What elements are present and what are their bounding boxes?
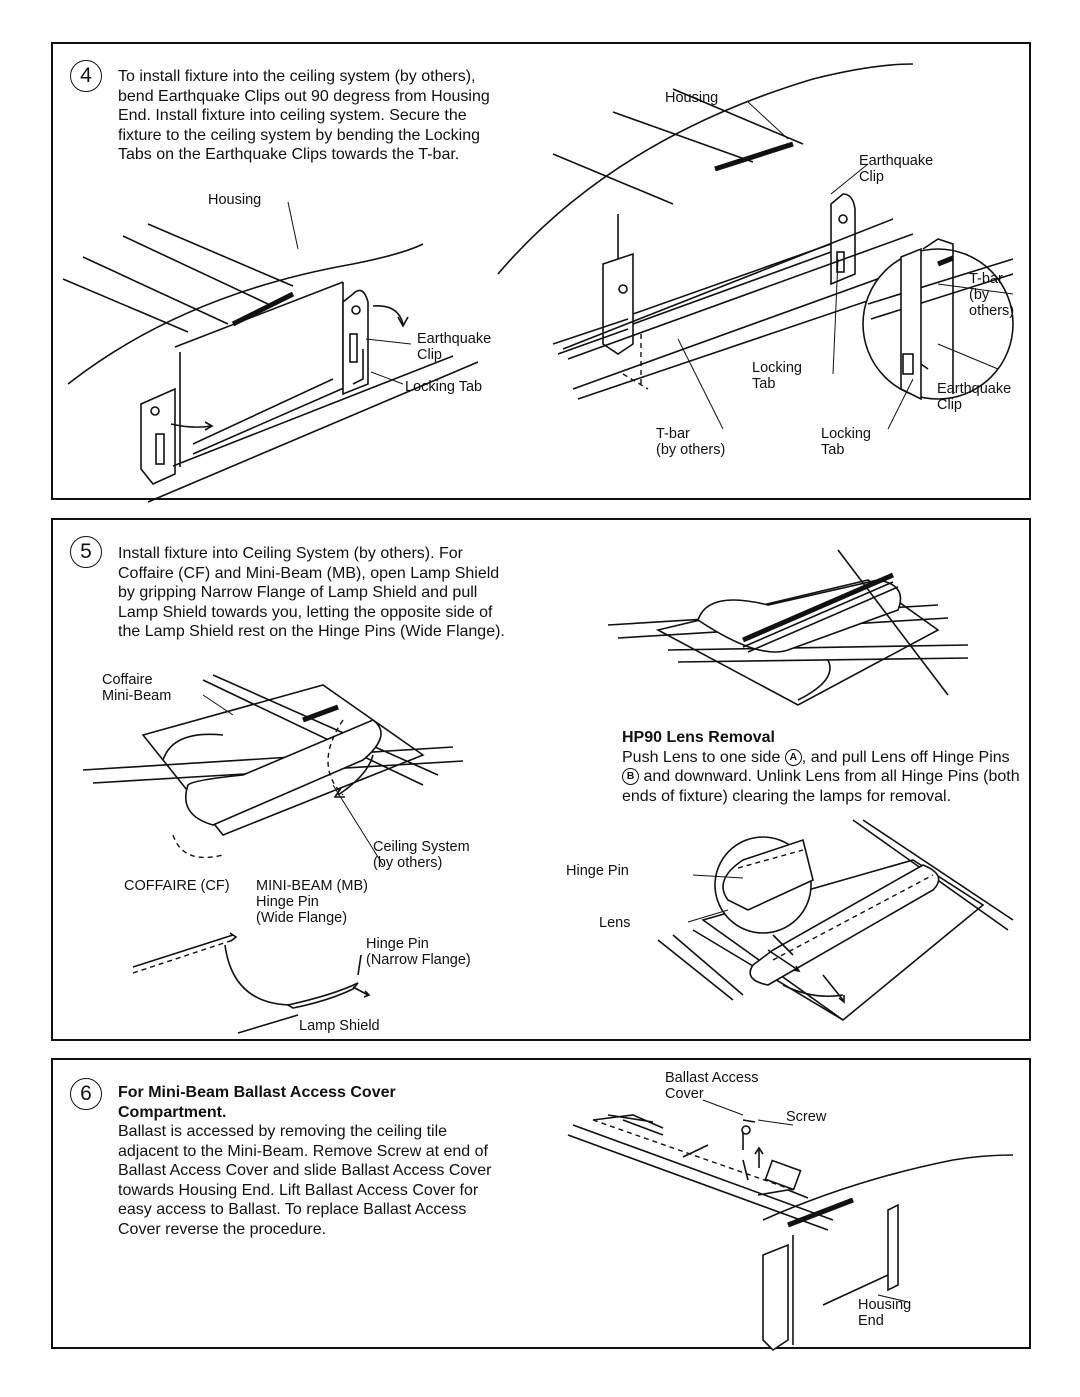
step-instructions: Install fixture into Ceiling System (by … [118, 545, 505, 640]
label-coffaire-cf: COFFAIRE (CF) [124, 878, 230, 894]
label-ceiling-system: Ceiling System (by others) [373, 839, 470, 871]
lens-removal-text: Push Lens to one side A, and pull Lens o… [622, 748, 1022, 807]
lens-removal-text-1: Push Lens to one side [622, 748, 781, 766]
label-tbar-by-others: T-bar (by others) [656, 426, 726, 458]
step-6-text: Ballast is accessed by removing the ceil… [118, 1123, 492, 1238]
label-hinge-pin-narrow: Hinge Pin (Narrow Flange) [366, 936, 471, 968]
label-locking-tab-right: Locking Tab [752, 360, 802, 392]
label-earthquake-clip: Earthquake Clip [417, 331, 492, 363]
label-lamp-shield: Lamp Shield [299, 1018, 380, 1034]
step-number: 4 [70, 60, 102, 92]
label-housing-end: Housing End [858, 1297, 912, 1329]
lens-removal-section: HP90 Lens Removal Push Lens to one side … [622, 728, 1022, 806]
label-coffaire-minibeam: Coffaire Mini-Beam [102, 672, 172, 704]
lens-removal-text-3: and downward. Unlink Lens from all Hinge… [622, 768, 1020, 805]
lens-removal-diagram [657, 819, 1014, 1022]
label-earthquake-clip-right: Earthquake Clip [859, 153, 934, 185]
ballast-access-diagram [567, 1099, 1014, 1352]
label-tbar-detail: T-bar (by others) [969, 271, 1015, 319]
step-6-panel: 6 For Mini-Beam Ballast Access Cover Com… [51, 1058, 1031, 1352]
label-minibeam-mb: MINI-BEAM (MB) [256, 878, 368, 894]
step-4-panel: 4 To install fixture into the ceiling sy… [51, 42, 1031, 503]
label-locking-tab: Locking Tab [405, 379, 483, 395]
label-housing: Housing [208, 192, 262, 208]
step-6-title: For Mini-Beam Ballast Access Cover Compa… [118, 1084, 396, 1121]
coffaire-minibeam-diagram [82, 674, 464, 866]
lens-removal-title: HP90 Lens Removal [622, 729, 775, 746]
marker-a-icon: A [784, 748, 802, 766]
lamp-shield-diagram [132, 932, 371, 1034]
step-instructions: To install fixture into the ceiling syst… [118, 68, 490, 163]
lens-top-diagram [607, 549, 969, 706]
label-earthquake-clip-detail: Earthquake Clip [937, 381, 1012, 413]
earthquake-clip-diagram-right [497, 63, 1014, 430]
step-number: 6 [70, 1078, 102, 1110]
label-locking-tab-detail: Locking Tab [821, 426, 871, 458]
label-housing-right: Housing [665, 90, 719, 106]
label-lens: Lens [599, 915, 631, 931]
label-hinge-pin: Hinge Pin [566, 863, 629, 879]
step-instructions: For Mini-Beam Ballast Access Cover Compa… [118, 1083, 508, 1239]
step-5-panel: 5 Install fixture into Ceiling System (b… [51, 518, 1031, 1041]
label-hinge-pin-wide: Hinge Pin (Wide Flange) [256, 894, 348, 926]
label-screw: Screw [786, 1109, 827, 1125]
step-number: 5 [70, 536, 102, 568]
earthquake-clip-diagram-left [62, 201, 479, 503]
marker-b-icon: B [622, 768, 639, 786]
label-ballast-access-cover: Ballast Access Cover [665, 1070, 759, 1102]
lens-removal-text-2: , and pull Lens off Hinge Pins [801, 748, 1010, 766]
